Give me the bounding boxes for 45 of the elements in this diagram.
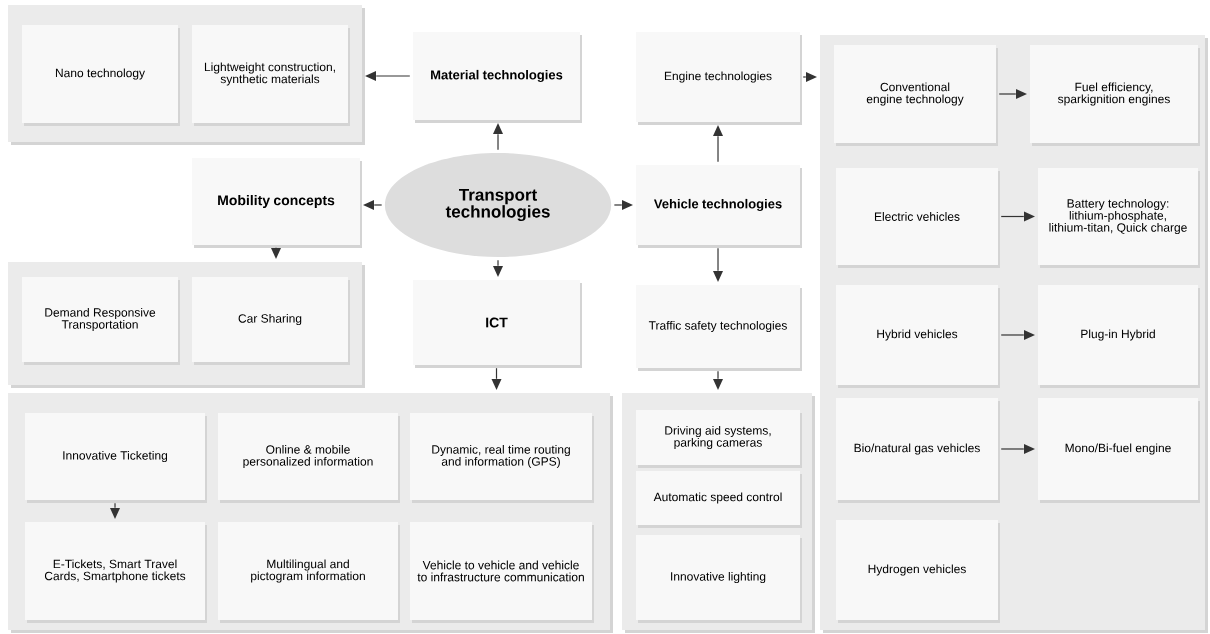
text-box: Bio/natural gas vehicles [836,398,1000,503]
text-box: Innovative lighting [636,535,802,623]
text-box: Vehicle technologies [636,165,802,248]
arrow [713,370,723,390]
arrow [1000,211,1035,222]
arrow [1000,444,1035,454]
text-box: Plug-in Hybrid [1038,285,1200,388]
text-box: Conventional engine technology [834,45,998,146]
arrow [998,89,1027,99]
text-box: Hybrid vehicles [836,285,1000,388]
text-box: Mono/Bi-fuel engine [1038,398,1200,503]
arrow [613,200,633,210]
text-box: Mobility concepts [192,158,362,248]
arrow [363,200,383,210]
text-box: Lightweight construction, synthetic materials [192,25,350,126]
arrow [365,71,411,81]
arrow [713,247,723,282]
text-box: Automatic speed control [636,471,802,528]
text-box: ICT [413,280,582,368]
text-box: Multilingual and pictogram information [218,522,400,623]
text-box: Innovative Ticketing [25,413,207,503]
text-box: Driving aid systems, parking cameras [636,410,802,468]
text-box: Engine technologies [636,32,802,125]
text-box: E-Tickets, Smart Travel Cards, Smartphone tickets [25,522,207,623]
text-box: Traffic safety technologies [636,285,802,371]
arrow [493,259,503,277]
arrow [491,367,502,390]
text-box: Nano technology [22,25,180,126]
arrow [1000,330,1035,340]
text-box: Material technologies [413,32,582,123]
text-box: Battery technology: lithium-phosphate, lithium-titan, Quick charge [1038,168,1200,268]
arrow [493,123,503,151]
text-box: Demand Responsive Transportation [22,277,180,365]
text-box: Online & mobile personalized information [218,413,400,503]
arrow [802,72,817,82]
text-box: Electric vehicles [836,168,1000,268]
text-box: Car Sharing [192,277,350,365]
arrow [110,502,120,519]
arrow [271,247,281,259]
text-box: Hydrogen vehicles [836,520,1000,623]
text-box: Dynamic, real time routing and information (GPS) [410,413,594,503]
text-box: Vehicle to vehicle and vehicle to infrastructure communication [410,522,594,623]
arrow [713,125,723,163]
ellipse-node: Transport technologies [384,153,612,257]
text-box: Fuel efficiency, sparkignition engines [1030,45,1200,146]
